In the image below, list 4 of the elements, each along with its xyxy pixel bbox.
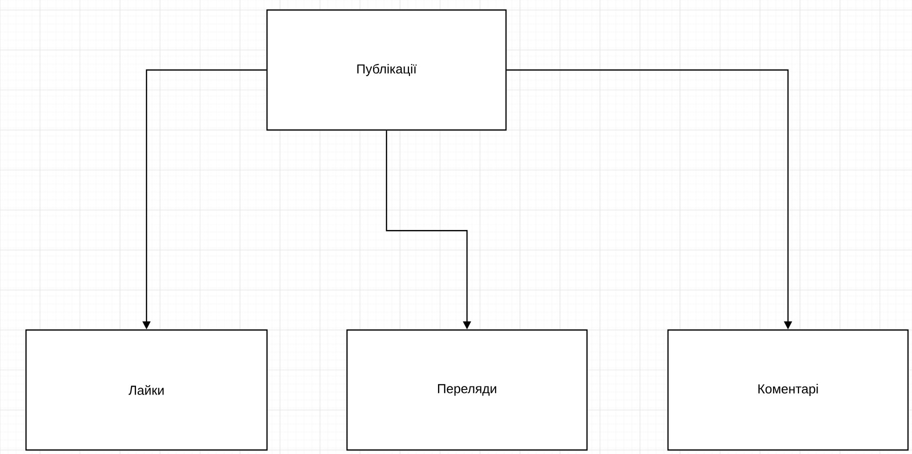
process-box: Переляди — [346, 329, 588, 451]
process-box: Лайки — [25, 329, 268, 451]
process-box: Публікації — [266, 9, 507, 131]
process-box: Коментарі — [667, 329, 909, 451]
